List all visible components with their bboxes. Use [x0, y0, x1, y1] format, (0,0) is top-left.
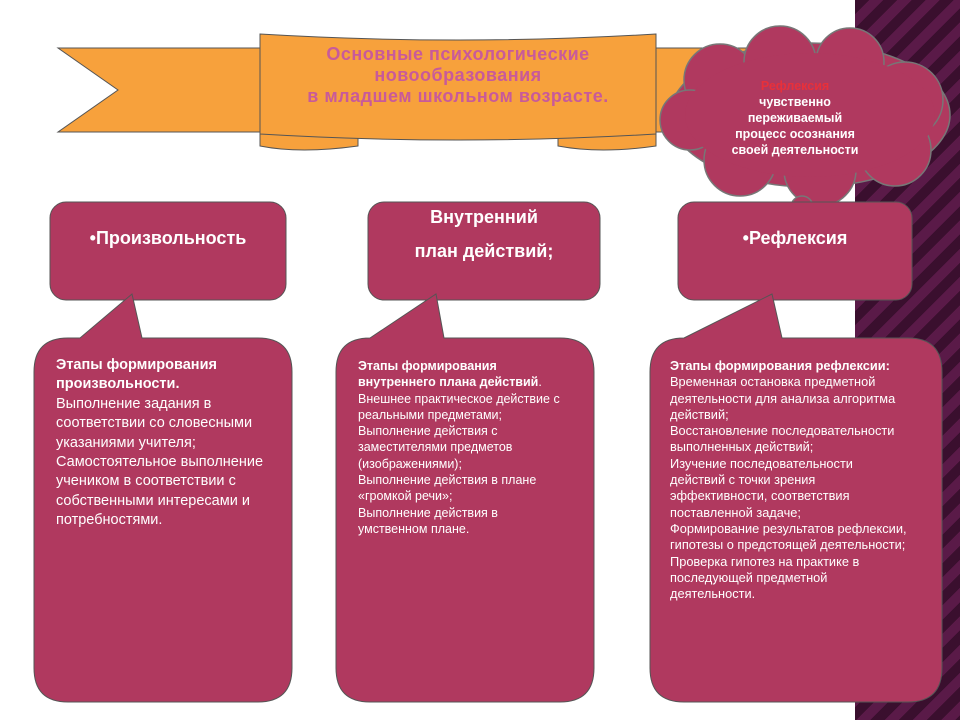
box-refleksiya-text: Рефлексия — [748, 228, 848, 248]
bullet-marker — [743, 228, 749, 248]
bubble-vnutrenniy-plan-item: Внешнее практическое действие с реальным… — [358, 391, 560, 422]
bubble-vnutrenniy-plan-item: Выполнение действия с заместителями пред… — [358, 424, 513, 471]
bubble-vnutrenniy-plan — [335, 293, 595, 703]
box-refleksiya — [677, 201, 913, 301]
banner-title: Основные психологические новообразования… — [262, 44, 654, 107]
box-proizvolnost-text: Произвольность — [95, 228, 247, 248]
banner-center — [259, 33, 657, 141]
box-vnutrenniy-plan-line1: Внутренний — [430, 207, 538, 227]
bubble-refleksiya — [649, 293, 943, 703]
banner-title-line2: новообразования — [374, 65, 542, 85]
box-proizvolnost-label: Произвольность — [50, 222, 286, 254]
box-refleksiya-label: Рефлексия — [678, 222, 912, 254]
bubble-refleksiya-item: Временная остановка предметной деятельно… — [670, 374, 896, 422]
bubble-vnutrenniy-plan-item: Выполнение действия в умственном плане. — [358, 505, 498, 536]
bubble-vnutrenniy-plan-item: Выполнение действия в плане «громкой реч… — [358, 473, 537, 504]
cloud-line3: процесс осознания — [735, 127, 855, 141]
banner-title-line3: в младшем школьном возрасте. — [307, 86, 609, 106]
bubble-vnutrenniy-plan-title: Этапы формирования внутреннего плана дей… — [358, 359, 539, 390]
bubble-proizvolnost — [33, 293, 293, 703]
bubble-refleksiya-item: Восстановление последовательности выполн… — [670, 423, 895, 455]
bubble-proizvolnost-text: Этапы формирования произвольности. Выпол… — [56, 356, 281, 531]
cloud-highlight: Рефлексия — [760, 79, 830, 93]
cloud-line2: переживаемый — [747, 111, 843, 125]
cloud-line4: своей деятельности — [731, 143, 859, 157]
bubble-refleksiya-text: Этапы формирования рефлексии: Временная … — [670, 358, 910, 602]
cloud-line1: чувственно — [759, 95, 831, 109]
bubble-refleksiya-title: Этапы формирования рефлексии: — [670, 358, 890, 373]
box-vnutrenniy-plan-line2: план действий; — [414, 241, 554, 261]
bubble-proizvolnost-body: Выполнение задания в соответствии со сло… — [56, 395, 264, 529]
bubble-refleksiya-item: Изучение последовательности действий с т… — [670, 455, 853, 520]
box-vnutrenniy-plan — [367, 201, 601, 301]
box-proizvolnost — [49, 201, 287, 301]
cloud-text: Рефлексия чувственно переживаемый процес… — [700, 78, 890, 158]
box-vnutrenniy-plan-label: Внутренний план действий; — [368, 200, 600, 268]
thought-cloud — [659, 25, 951, 207]
bubble-refleksiya-item: Формирование результатов рефлексии, гипо… — [670, 520, 907, 553]
bubble-refleksiya-item: Проверка гипотез на практике в последующ… — [670, 553, 860, 602]
bullet-marker — [90, 228, 96, 248]
bubble-proizvolnost-title: Этапы формирования произвольности. — [56, 357, 217, 393]
banner-title-line1: Основные психологические — [326, 44, 590, 64]
bubble-vnutrenniy-plan-text: Этапы формирования внутреннего плана дей… — [358, 358, 568, 537]
